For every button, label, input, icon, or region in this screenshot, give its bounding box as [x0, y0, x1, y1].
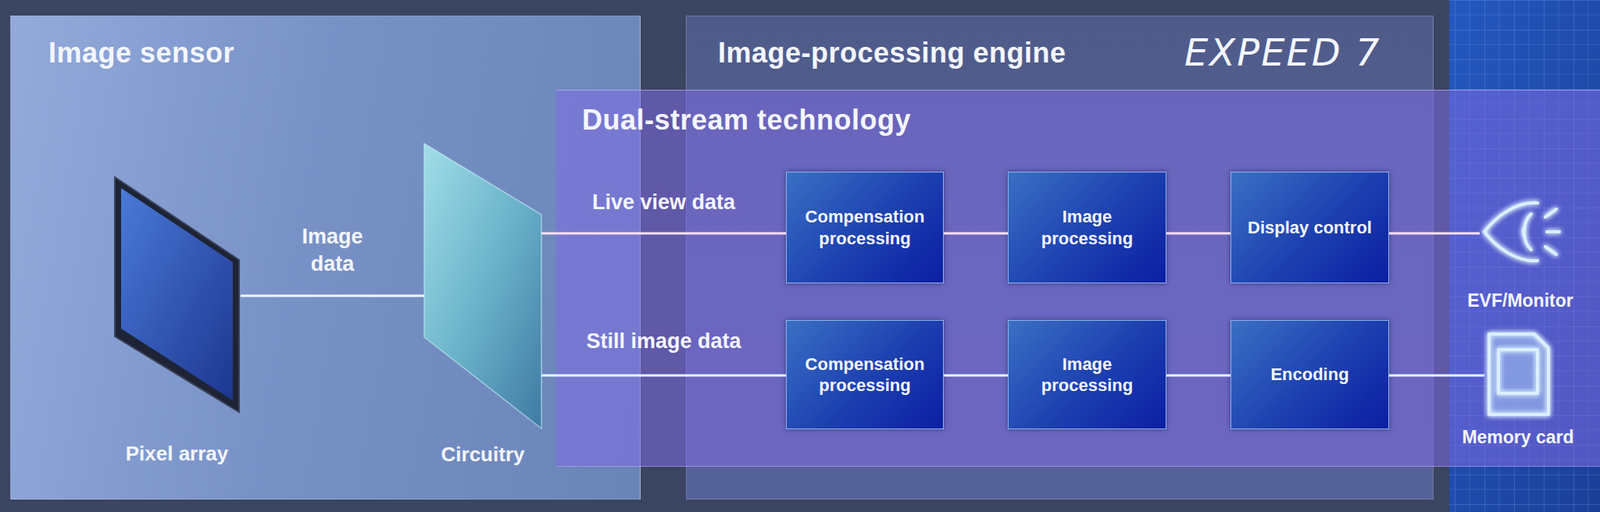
box-label: Image processing — [1018, 206, 1156, 250]
circuit-layer — [424, 143, 542, 429]
brand-logo: EXPEED 7 — [1184, 30, 1382, 75]
box-label: Compensation processing — [796, 206, 933, 250]
memory-card-icon: Memory card — [1484, 331, 1552, 418]
output-label: EVF/Monitor — [1467, 290, 1573, 312]
stream-label: Still image data — [585, 329, 741, 354]
evf-monitor-icon: EVF/Monitor — [1479, 193, 1561, 271]
card-symbol — [1489, 334, 1549, 415]
pixel-illustration — [113, 174, 241, 415]
panel-title: Image-processing engine — [717, 36, 1067, 70]
process-box: Image processing — [1007, 171, 1167, 284]
sensor-frame — [114, 177, 240, 413]
output-label: Memory card — [1461, 427, 1574, 449]
part-label: Pixel array — [125, 442, 229, 467]
box-label: Image processing — [1018, 353, 1156, 397]
box-label: Compensation processing — [796, 353, 933, 397]
stream-label: Live view data — [592, 190, 736, 215]
process-box: Compensation processing — [785, 171, 944, 284]
band-title: Dual-stream technology — [582, 103, 911, 137]
pixel-surface — [121, 188, 233, 401]
process-box: Display control — [1230, 171, 1390, 284]
eye-symbol — [1484, 203, 1560, 261]
panel-title: Image sensor — [48, 36, 235, 70]
eye-illustration — [1479, 193, 1561, 271]
process-box: Image processing — [1007, 320, 1167, 430]
pixel-array: Pixel array — [113, 174, 241, 415]
box-label: Encoding — [1270, 364, 1349, 386]
box-label: Display control — [1247, 217, 1372, 240]
circuit-illustration — [424, 143, 542, 429]
card-illustration — [1484, 331, 1552, 418]
process-box: Compensation processing — [785, 320, 944, 430]
stream-label: Image data — [295, 223, 371, 279]
process-box: Encoding — [1230, 320, 1390, 430]
circuitry: Circuitry — [424, 143, 542, 429]
dual-stream-band: Compensation processingImage processingD… — [556, 89, 1600, 468]
part-label: Circuitry — [441, 442, 525, 468]
